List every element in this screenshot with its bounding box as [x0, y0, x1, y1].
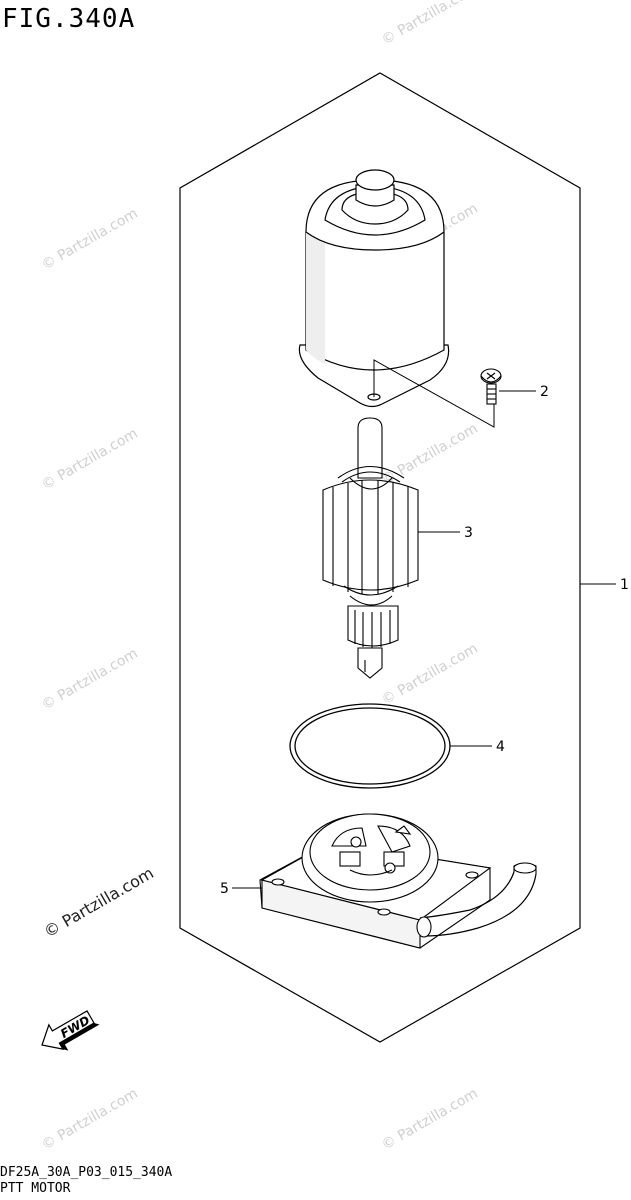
figure-title: FIG.340A	[2, 4, 136, 34]
watermark-text: © Partzilla.com	[379, 641, 481, 709]
assembly-boundary	[179, 72, 581, 1043]
callout-3: 3	[464, 525, 473, 541]
figure-name: PTT MOTOR	[0, 1181, 71, 1196]
watermark-text: © Partzilla.com	[39, 1086, 141, 1154]
callout-2: 2	[540, 384, 549, 400]
fwd-arrow: FWD	[41, 1010, 100, 1051]
watermark-text: © Partzilla.com	[379, 1086, 481, 1154]
watermark-text-dark: © Partzilla.com	[41, 863, 157, 941]
callout-5: 5	[220, 881, 229, 897]
callout-1: 1	[620, 577, 629, 593]
drawing-code: DF25A_30A_P03_015_340A	[0, 1165, 173, 1180]
watermark-text: © Partzilla.com	[39, 206, 141, 274]
motor-housing	[298, 169, 450, 408]
o-ring	[289, 703, 451, 789]
armature	[322, 417, 419, 679]
brush-holder	[259, 813, 537, 949]
watermark-text: © Partzilla.com	[379, 0, 481, 48]
screw	[480, 368, 502, 405]
screw-leader	[373, 359, 495, 428]
watermark-text: © Partzilla.com	[39, 646, 141, 714]
watermark-text: © Partzilla.com	[39, 426, 141, 494]
callout-4: 4	[496, 739, 505, 755]
